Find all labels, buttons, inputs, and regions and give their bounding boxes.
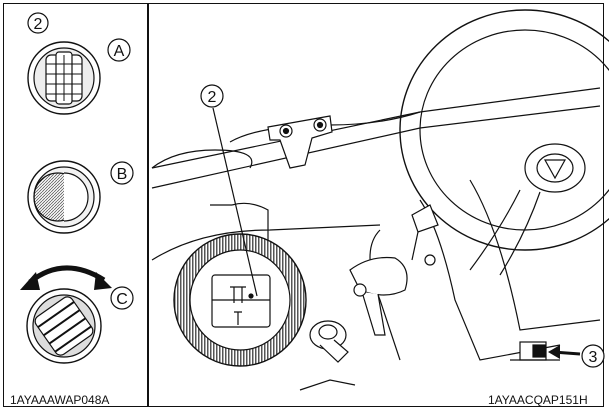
item-number-callout: 2 bbox=[27, 12, 49, 34]
svg-text:B: B bbox=[117, 166, 128, 183]
vent-c-icon bbox=[26, 288, 102, 364]
lower-knob bbox=[309, 320, 349, 363]
switch-part-3 bbox=[510, 341, 560, 361]
air-vent-closeup bbox=[173, 233, 307, 367]
left-panel: 2 A B bbox=[10, 12, 134, 407]
svg-text:2: 2 bbox=[34, 16, 43, 33]
callout-2: 2 bbox=[200, 84, 224, 108]
leader-line-2 bbox=[212, 107, 258, 297]
label-c: C bbox=[110, 286, 134, 310]
right-figure-code: 1AYAACQAP151H bbox=[488, 393, 588, 407]
rotate-arrow-icon bbox=[20, 265, 112, 290]
svg-text:C: C bbox=[116, 291, 128, 308]
label-a: A bbox=[107, 38, 131, 62]
svg-text:3: 3 bbox=[589, 349, 598, 366]
control-lever bbox=[299, 204, 439, 391]
label-b: B bbox=[110, 161, 134, 185]
vent-a-icon bbox=[27, 41, 101, 115]
vent-b-icon bbox=[27, 160, 101, 234]
steering-wheel bbox=[399, 9, 609, 276]
svg-text:A: A bbox=[114, 43, 125, 60]
panel-divider bbox=[147, 3, 149, 407]
mounting-bracket bbox=[267, 115, 333, 169]
right-panel bbox=[151, 9, 609, 391]
figure-frame bbox=[3, 3, 604, 407]
svg-text:2: 2 bbox=[208, 89, 217, 106]
left-figure-code: 1AYAAAWAP048A bbox=[10, 393, 109, 407]
arrow-to-3 bbox=[548, 345, 581, 359]
callout-3: 3 bbox=[581, 344, 605, 368]
